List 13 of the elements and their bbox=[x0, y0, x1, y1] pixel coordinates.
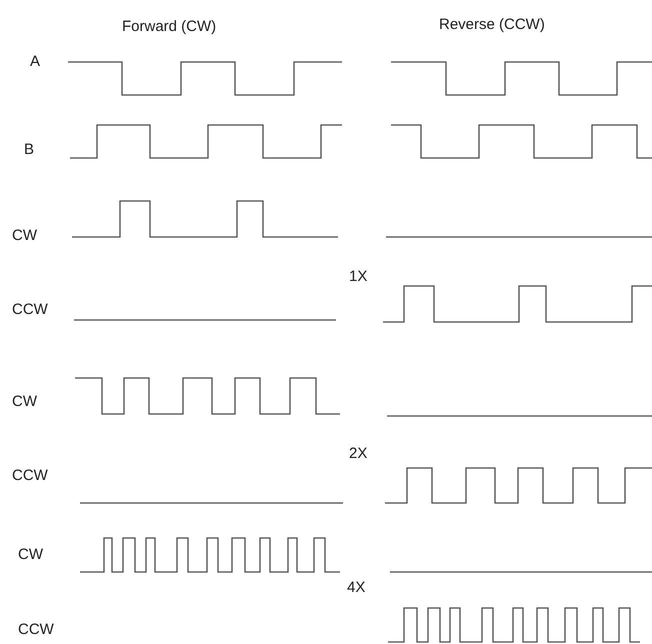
signal-label: CW bbox=[18, 546, 43, 564]
signal-label: CW bbox=[12, 393, 37, 411]
mode-label: 4X bbox=[347, 579, 366, 597]
signal-label: CCW bbox=[12, 467, 48, 485]
signal-label: CCW bbox=[18, 621, 54, 639]
signal-label: A bbox=[30, 53, 40, 71]
mode-label: 1X bbox=[349, 268, 368, 286]
signal-label: CCW bbox=[12, 301, 48, 319]
column-heading: Forward (CW) bbox=[122, 18, 216, 36]
signal-label: B bbox=[24, 141, 34, 159]
column-heading: Reverse (CCW) bbox=[439, 16, 545, 34]
signal-label: CW bbox=[12, 227, 37, 245]
mode-label: 2X bbox=[349, 445, 368, 463]
